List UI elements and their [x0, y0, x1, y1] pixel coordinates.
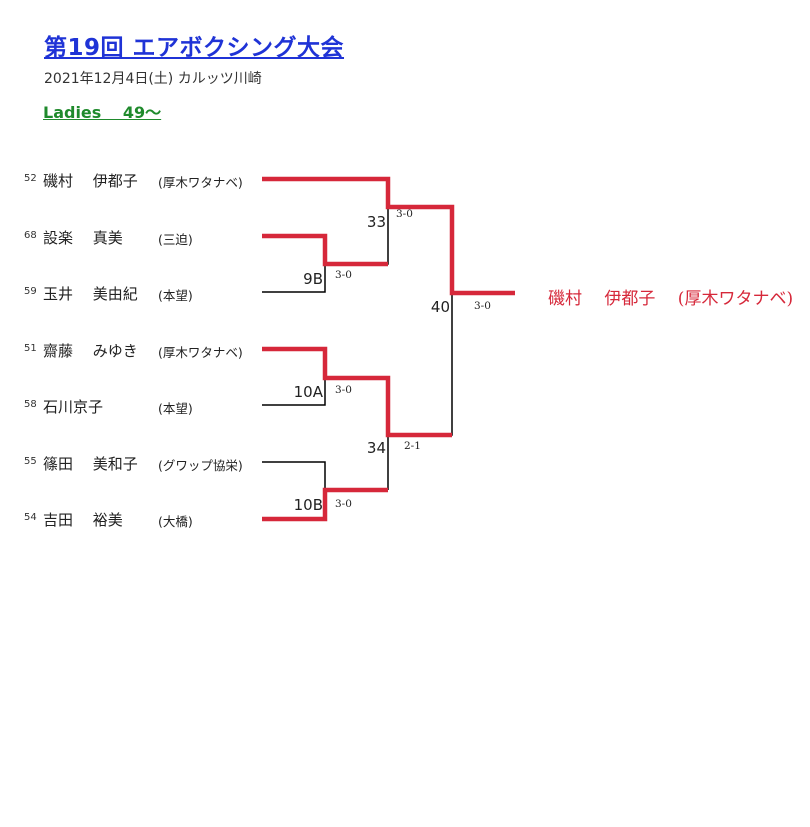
- bracket-line: [262, 378, 326, 406]
- match-score: 3-0: [396, 208, 413, 220]
- winner-path: [262, 346, 452, 438]
- player-club: (厚木ワタナベ): [158, 345, 243, 360]
- player-club: (グワップ協栄): [158, 458, 243, 473]
- player-name: 齋藤 みゆき: [43, 342, 138, 360]
- player-seed: 58: [24, 399, 37, 410]
- player-seed: 59: [24, 286, 37, 297]
- player-name: 篠田 美和子: [43, 455, 138, 473]
- bracket-line: [262, 264, 326, 293]
- bracket-line: [262, 461, 326, 490]
- player-name: 磯村 伊都子: [43, 172, 138, 190]
- player-club: (大橋): [158, 514, 193, 529]
- player-name: 玉井 美由紀: [43, 285, 138, 303]
- winner-path: [262, 487, 388, 522]
- bracket-lines-winner: [262, 176, 515, 522]
- event-date-venue: 2021年12月4日(土) カルッツ川崎: [44, 71, 262, 87]
- match-score: 3-0: [474, 300, 491, 312]
- match-score: 3-0: [335, 384, 352, 396]
- match-score: 3-0: [335, 269, 352, 281]
- match-score: 3-0: [335, 498, 352, 510]
- player-seed: 51: [24, 343, 37, 354]
- division-label: Ladies 49～: [43, 103, 162, 122]
- champion-name: 磯村 伊都子 (厚木ワタナベ): [548, 289, 794, 309]
- player-seed: 68: [24, 230, 37, 241]
- player-club: (本望): [158, 288, 193, 303]
- match-number: 10B: [293, 496, 323, 514]
- match-score: 2-1: [404, 440, 421, 452]
- player-seed: 52: [24, 173, 37, 184]
- match-number: 10A: [293, 383, 323, 401]
- page-title: 第19回 エアボクシング大会: [44, 35, 345, 61]
- player-club: (三迫): [158, 232, 193, 247]
- match-number: 33: [366, 213, 386, 231]
- player-seed: 55: [24, 456, 37, 467]
- player-seed: 54: [24, 512, 37, 523]
- match-number: 9B: [303, 270, 323, 288]
- winner-path: [262, 176, 515, 296]
- winner-path: [262, 233, 388, 267]
- player-club: (本望): [158, 401, 193, 416]
- match-number: 34: [366, 439, 386, 457]
- match-number: 40: [430, 298, 450, 316]
- player-name: 石川京子: [43, 398, 104, 416]
- player-name: 設楽 真美: [43, 229, 123, 247]
- player-club: (厚木ワタナベ): [158, 175, 243, 190]
- player-name: 吉田 裕美: [43, 511, 123, 529]
